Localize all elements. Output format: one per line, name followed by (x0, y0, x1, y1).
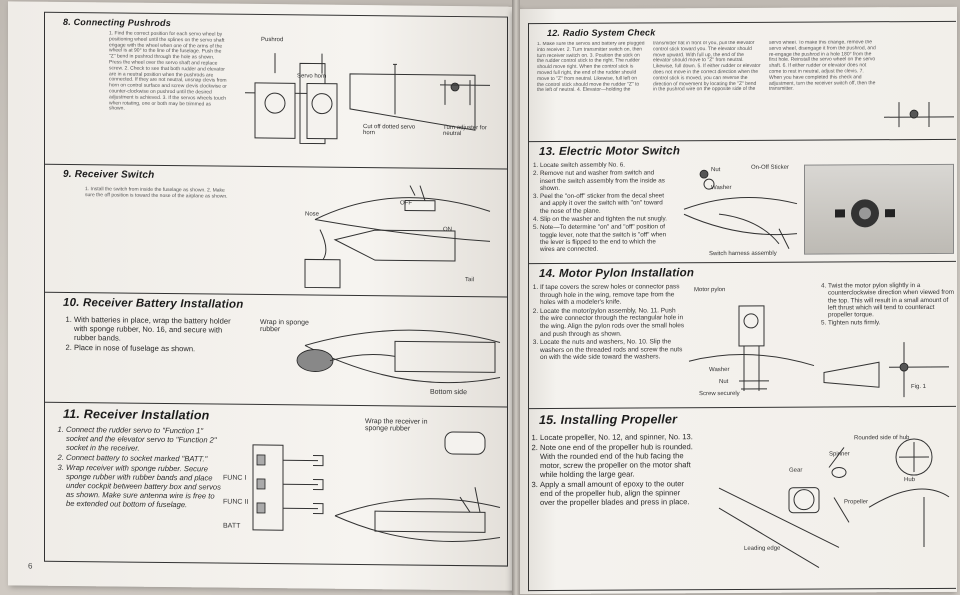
receiver-plug-diagram (252, 444, 324, 531)
radio-check-diagram (884, 101, 954, 128)
pylon-side-diagram (823, 342, 949, 398)
label-cut-off: Cut off dotted servo horn (363, 124, 416, 137)
section-text: Locate switch assembly No. 6. Remove nut… (531, 161, 671, 254)
label-turn-adjuster: Turn adjuster for neutral (443, 124, 487, 138)
pushrod-servo-diagram (245, 53, 490, 145)
step-2: Note one end of the propeller hub is rou… (540, 442, 696, 479)
label-fig-1: Fig. 1 (911, 383, 927, 391)
step-1: With batteries in place, wrap the batter… (74, 315, 235, 344)
section-text: Locate propeller, No. 12, and spinner, N… (531, 432, 696, 508)
label-washer: Washer (709, 367, 730, 374)
section-text: 1. Install the switch from inside the fu… (85, 186, 228, 200)
section-receiver-battery: 10. Receiver Battery Installation With b… (45, 292, 507, 408)
label-func-2: FUNC II (223, 498, 249, 506)
step-5: Tighten nuts firmly. (828, 319, 954, 327)
section-title: 11. Receiver Installation (63, 406, 210, 423)
section-title: 12. Radio System Check (547, 27, 656, 38)
label-motor-pylon: Motor pylon (694, 287, 726, 294)
label-leading-edge: Leading edge (744, 545, 781, 552)
section-text: Connect the rudder servo to "Function 1"… (57, 425, 222, 511)
section-electric-motor-switch: 13. Electric Motor Switch Locate switch … (529, 139, 956, 265)
label-off: OFF (400, 200, 412, 207)
step-3: Wrap receiver with sponge rubber. Secure… (66, 463, 222, 510)
motor-switch-diagram (683, 169, 798, 249)
step-4: Slip on the washer and tighten the nut s… (540, 215, 671, 223)
label-on: ON (443, 226, 452, 233)
left-page: 8. Connecting Pushrods 1. Find the corre… (8, 1, 518, 591)
step-5: Note—To determine "on" and "off" positio… (540, 224, 671, 254)
label-servo-horn: Servo horn (297, 73, 327, 80)
label-switch-assembly: Switch harness assembly (709, 250, 777, 258)
label-nut: Nut (719, 379, 729, 386)
right-page: 12. Radio System Check 1. Make sure the … (512, 6, 957, 595)
step-2: Remove nut and washer from switch and in… (540, 170, 671, 193)
label-screw: Screw securely (699, 390, 740, 398)
section-title: 8. Connecting Pushrods (63, 16, 171, 29)
label-rounded-hub: Rounded side of hub (854, 435, 910, 442)
switch-photo-image (835, 199, 895, 228)
section-title: 14. Motor Pylon Installation (539, 267, 695, 281)
label-batt: BATT (223, 522, 241, 530)
label-nose: Nose (305, 211, 320, 218)
motor-pylon-diagram (688, 305, 815, 391)
step-3: Peel the "on-off" sticker from the decal… (540, 193, 671, 216)
label-gear: Gear (789, 467, 803, 474)
section-installing-propeller: 15. Installing Propeller Locate propelle… (529, 407, 956, 592)
label-sticker: On-Off Sticker (751, 164, 789, 171)
section-title: 9. Receiver Switch (63, 168, 155, 181)
section-text: If tape covers the screw holes or connec… (531, 283, 686, 363)
step-4: Twist the motor pylon slightly in a coun… (828, 282, 954, 319)
step-3: Locate the nuts and washers, No. 10. Sli… (540, 338, 686, 362)
label-hub: Hub (904, 477, 916, 484)
label-spinner: Spinner (829, 451, 850, 458)
book-spine (512, 0, 520, 595)
section-connecting-pushrods: 8. Connecting Pushrods 1. Find the corre… (45, 12, 507, 170)
step-2: Place in nose of fuselage as shown. (74, 343, 235, 354)
step-1: Locate switch assembly No. 6. (540, 161, 671, 169)
section-radio-check: 12. Radio System Check 1. Make sure the … (529, 21, 956, 143)
receiver-switch-diagram (304, 185, 491, 289)
right-page-frame: 12. Radio System Check 1. Make sure the … (528, 20, 956, 592)
label-func-1: FUNC I (223, 474, 247, 482)
section-text-cont: Twist the motor pylon slightly in a coun… (819, 282, 954, 328)
section-receiver-installation: 11. Receiver Installation Connect the ru… (45, 403, 507, 568)
section-title: 15. Installing Propeller (539, 412, 678, 428)
section-text: 1. Find the correct position for each se… (109, 30, 227, 112)
step-1: Connect the rudder servo to "Function 1"… (66, 425, 222, 454)
switch-photo (804, 163, 954, 255)
label-pushrod: Pushrod (261, 36, 284, 44)
label-wrap-sponge: Wrap in sponge rubber (260, 318, 309, 334)
battery-diagram (296, 329, 501, 384)
label-washer: Washer (711, 185, 732, 192)
step-2: Connect battery to socket marked "BATT." (66, 453, 222, 464)
step-1: If tape covers the screw holes or connec… (540, 283, 686, 307)
label-nut: Nut (711, 167, 721, 174)
left-page-frame: 8. Connecting Pushrods 1. Find the corre… (44, 11, 508, 568)
section-text: 1. Make sure the servos and battery are … (537, 40, 876, 94)
label-propeller: Propeller (844, 499, 869, 506)
section-receiver-switch: 9. Receiver Switch 1. Install the switch… (45, 164, 507, 298)
section-title: 10. Receiver Battery Installation (63, 296, 244, 311)
section-title: 13. Electric Motor Switch (539, 145, 681, 159)
label-bottom-side: Bottom side (430, 388, 467, 397)
section-text: With batteries in place, wrap the batter… (65, 315, 235, 355)
label-tail: Tail (465, 277, 475, 284)
label-wrap-receiver: Wrap the receiver in sponge rubber (365, 418, 428, 433)
section-motor-pylon: 14. Motor Pylon Installation If tape cov… (529, 261, 956, 410)
step-1: Locate propeller, No. 12, and spinner, N… (540, 432, 696, 442)
step-3: Apply a small amount of epoxy to the out… (540, 479, 696, 507)
receiver-fuselage-diagram (334, 431, 501, 542)
propeller-diagram (718, 438, 950, 568)
page-number: 6 (28, 561, 33, 571)
step-2: Locate the motor/pylon assembly, No. 11.… (540, 307, 686, 338)
